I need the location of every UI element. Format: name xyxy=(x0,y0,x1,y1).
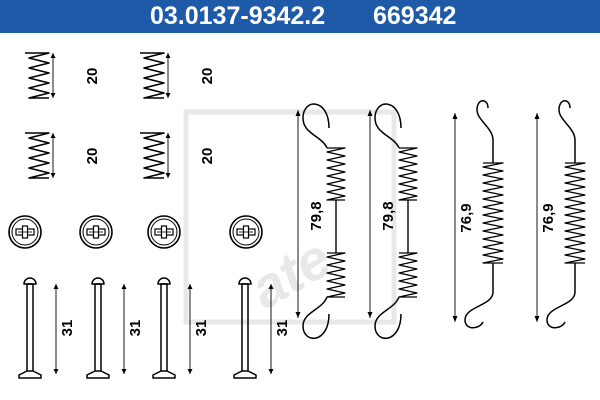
small-spring xyxy=(24,132,57,179)
pin-length-label: 31 xyxy=(193,320,210,337)
svg-text:ate: ate xyxy=(239,226,341,321)
spring-washer xyxy=(229,215,263,249)
spring-length-label: 20 xyxy=(84,68,101,85)
pin-length-label: 31 xyxy=(127,320,144,337)
retaining-pin xyxy=(86,277,128,379)
spring-washer xyxy=(8,215,42,249)
small-spring xyxy=(139,52,172,99)
spring-length-label: 20 xyxy=(84,148,101,165)
return-spring-length-label: 76,9 xyxy=(540,203,557,232)
part-number: 03.0137-9342.2 xyxy=(150,2,326,30)
spring-washer xyxy=(147,215,181,249)
spring-length-label: 20 xyxy=(199,68,216,85)
reference-number: 669342 xyxy=(373,2,457,30)
pin-length-label: 31 xyxy=(274,320,291,337)
pin-length-label: 31 xyxy=(59,320,76,337)
small-spring xyxy=(24,52,57,99)
spring-length-label: 20 xyxy=(199,148,216,165)
return-spring-length-label: 79,8 xyxy=(308,201,325,230)
header-bar: 03.0137-9342.2 669342 xyxy=(0,0,600,33)
spring-washer xyxy=(79,215,113,249)
small-spring xyxy=(139,132,172,179)
retaining-pin xyxy=(18,277,60,379)
return-spring-length-label: 76,9 xyxy=(458,203,475,232)
return-spring-length-label: 79,8 xyxy=(380,201,397,230)
parts-drawing: ate 20 20 20 20 31 31 31 31 79,8 79,8 76… xyxy=(8,52,586,379)
watermark-logo: ate xyxy=(183,109,397,325)
